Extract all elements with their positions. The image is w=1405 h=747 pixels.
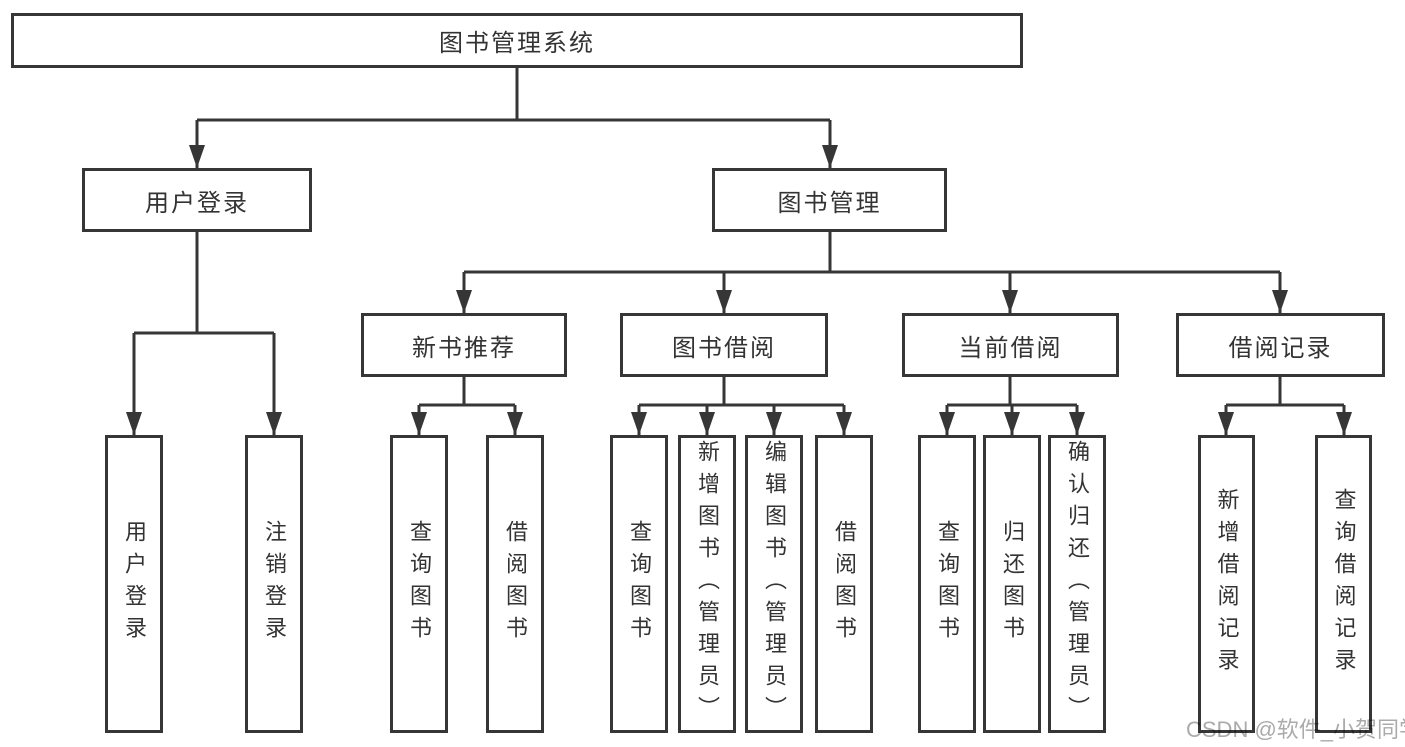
node-new-book-recommend-label: 新书推荐 xyxy=(412,334,516,362)
arrowhead-icon xyxy=(836,412,852,435)
arrowhead-icon xyxy=(766,412,782,435)
arrowhead-icon xyxy=(939,412,955,435)
leaf-bb-borrow-books-label: 借阅图书 xyxy=(832,520,857,648)
node-book-borrowing-label: 图书借阅 xyxy=(672,334,776,362)
connector-root-children xyxy=(189,68,838,168)
arrowhead-icon xyxy=(1218,412,1234,435)
node-new-book-recommend: 新书推荐 xyxy=(361,313,567,377)
connector-user-login-children xyxy=(126,232,282,435)
leaf-nb-query-books: 查询图书 xyxy=(390,435,448,733)
leaf-user-login-label: 用户登录 xyxy=(122,520,147,648)
connector-book-management-children xyxy=(456,232,1288,313)
node-current-borrowing: 当前借阅 xyxy=(902,313,1119,377)
leaf-br-add-record: 新增借阅记录 xyxy=(1198,435,1255,733)
node-borrowing-records-label: 借阅记录 xyxy=(1228,334,1333,362)
arrowhead-icon xyxy=(1336,412,1352,435)
connector-borrowing-records-children xyxy=(1218,377,1352,435)
arrowhead-icon xyxy=(411,412,427,435)
leaf-nb-query-books-label: 查询图书 xyxy=(407,520,432,648)
connector-new-book-recommend-children xyxy=(411,377,523,435)
leaf-bb-edit-books-admin-label: 编辑图书（管理员） xyxy=(762,440,787,728)
arrowhead-icon xyxy=(1004,412,1020,435)
arrowhead-icon xyxy=(822,145,838,168)
leaf-br-query-record: 查询借阅记录 xyxy=(1315,435,1372,733)
leaf-cb-confirm-return-admin: 确认归还（管理员） xyxy=(1048,435,1106,733)
leaf-nb-borrow-books: 借阅图书 xyxy=(486,435,544,733)
node-book-management: 图书管理 xyxy=(712,168,947,232)
leaf-bb-edit-books-admin: 编辑图书（管理员） xyxy=(745,435,803,733)
arrowhead-icon xyxy=(507,412,523,435)
leaf-nb-borrow-books-label: 借阅图书 xyxy=(503,520,528,648)
leaf-logout-label: 注销登录 xyxy=(262,520,287,648)
node-book-borrowing: 图书借阅 xyxy=(620,313,828,377)
arrowhead-icon xyxy=(456,290,472,313)
leaf-bb-borrow-books: 借阅图书 xyxy=(815,435,873,733)
arrowhead-icon xyxy=(631,412,647,435)
node-current-borrowing-label: 当前借阅 xyxy=(958,334,1063,362)
connector-book-borrowing-children xyxy=(631,377,852,435)
node-root-label: 图书管理系统 xyxy=(439,30,595,57)
node-borrowing-records: 借阅记录 xyxy=(1176,313,1385,377)
arrowhead-icon xyxy=(699,412,715,435)
node-root: 图书管理系统 xyxy=(11,13,1023,68)
arrowhead-icon xyxy=(126,412,142,435)
leaf-bb-add-books-admin-label: 新增图书（管理员） xyxy=(695,440,720,728)
arrowhead-icon xyxy=(266,412,282,435)
node-book-management-label: 图书管理 xyxy=(777,189,882,217)
leaf-cb-query-books: 查询图书 xyxy=(918,435,976,733)
node-user-login: 用户登录 xyxy=(82,168,312,232)
leaf-user-login: 用户登录 xyxy=(105,435,163,733)
leaf-bb-add-books-admin: 新增图书（管理员） xyxy=(678,435,736,733)
arrowhead-icon xyxy=(189,145,205,168)
watermark: CSDN @软件_小贺同学 xyxy=(1186,717,1405,742)
leaf-bb-query-books: 查询图书 xyxy=(610,435,668,733)
arrowhead-icon xyxy=(1002,290,1018,313)
leaf-br-add-record-label: 新增借阅记录 xyxy=(1214,488,1240,680)
arrowhead-icon xyxy=(716,290,732,313)
leaf-cb-return-books-label: 归还图书 xyxy=(1000,520,1025,648)
leaf-cb-confirm-return-admin-label: 确认归还（管理员） xyxy=(1065,440,1090,728)
connector-current-borrowing-children xyxy=(939,377,1085,435)
leaf-bb-query-books-label: 查询图书 xyxy=(627,520,652,648)
leaf-logout: 注销登录 xyxy=(245,435,303,733)
leaf-cb-query-books-label: 查询图书 xyxy=(935,520,960,648)
leaf-br-query-record-label: 查询借阅记录 xyxy=(1331,488,1357,680)
arrowhead-icon xyxy=(1272,290,1288,313)
node-user-login-label: 用户登录 xyxy=(145,189,249,217)
leaf-cb-return-books: 归还图书 xyxy=(983,435,1041,733)
arrowhead-icon xyxy=(1069,412,1085,435)
